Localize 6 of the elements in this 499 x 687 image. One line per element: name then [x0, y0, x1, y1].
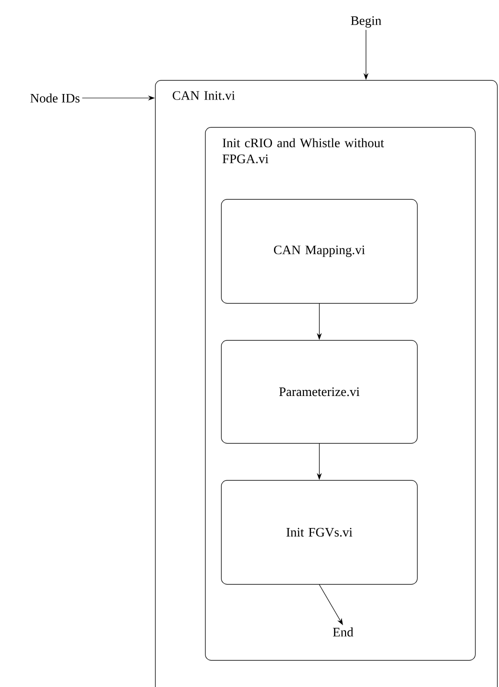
process-box: CAN Mapping.vi: [221, 199, 418, 304]
node-label: Node IDs: [30, 93, 80, 103]
process-box: Parameterize.vi: [221, 340, 418, 444]
node-label: Begin: [350, 16, 382, 28]
node-label: End: [332, 627, 354, 637]
process-box: Init FGVs.vi: [221, 480, 418, 585]
